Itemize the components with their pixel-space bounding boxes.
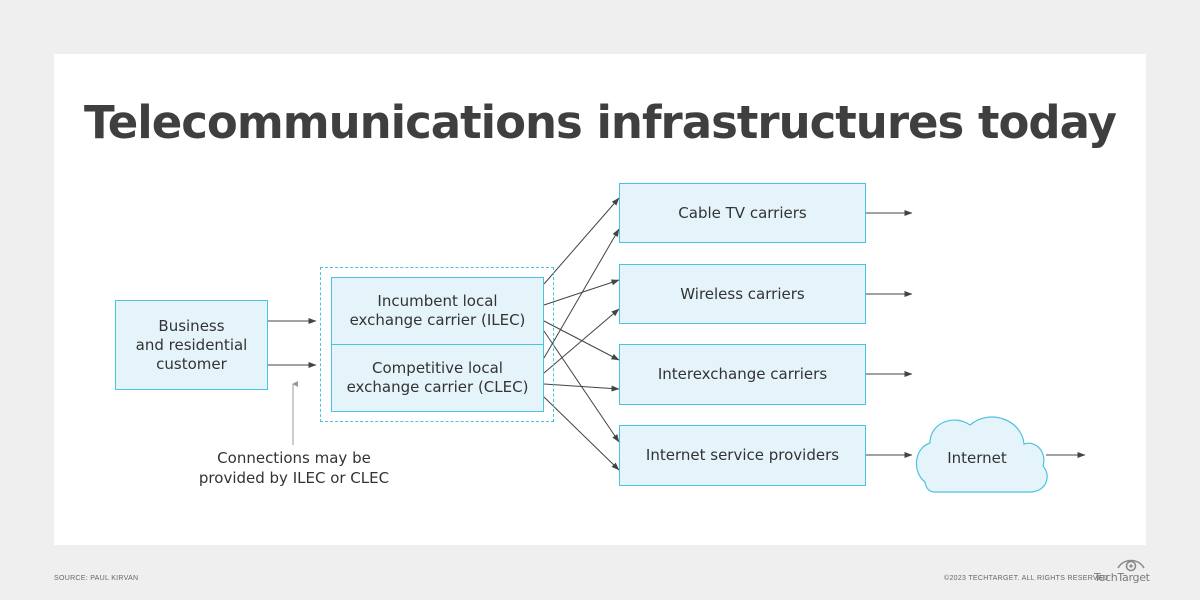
connection-note: Connections may be provided by ILEC or C… [198, 449, 390, 487]
cable-tv-box: Cable TV carriers [619, 183, 866, 243]
clec-box: Competitive local exchange carrier (CLEC… [331, 344, 544, 412]
local-exchange-group [320, 267, 554, 422]
techtarget-eye-icon [1117, 559, 1145, 572]
wireless-label: Wireless carriers [680, 284, 805, 303]
customer-label: Business and residential customer [135, 316, 248, 373]
cable-tv-label: Cable TV carriers [678, 203, 807, 222]
customer-box: Business and residential customer [115, 300, 268, 390]
source-credit: SOURCE: PAUL KIRVAN [54, 575, 139, 582]
internet-label: Internet [947, 449, 1007, 467]
clec-label: Competitive local exchange carrier (CLEC… [346, 359, 529, 396]
techtarget-logo: TechTarget [1094, 571, 1150, 584]
isp-label: Internet service providers [645, 446, 840, 464]
arrow-clec-to-interexchange [543, 383, 620, 392]
arrow-clec-to-wireless [543, 308, 620, 374]
arrow-ilec-to-cable [543, 197, 620, 285]
interexchange-label: Interexchange carriers [657, 365, 828, 383]
isp-box: Internet service providers [619, 425, 866, 486]
wireless-box: Wireless carriers [619, 264, 866, 324]
interexchange-box: Interexchange carriers [619, 344, 866, 405]
arrow-clec-to-isp [543, 396, 620, 471]
ilec-label: Incumbent local exchange carrier (ILEC) [349, 292, 526, 329]
internet-cloud-shape [916, 416, 1048, 493]
arrow-clec-to-cable [543, 228, 620, 359]
copyright-notice: ©2023 TECHTARGET. ALL RIGHTS RESERVED [944, 575, 1109, 582]
ilec-box: Incumbent local exchange carrier (ILEC) [331, 277, 544, 345]
diagram-title: Telecommunications infrastructures today [84, 96, 1117, 149]
arrow-ilec-to-wireless [543, 279, 620, 306]
